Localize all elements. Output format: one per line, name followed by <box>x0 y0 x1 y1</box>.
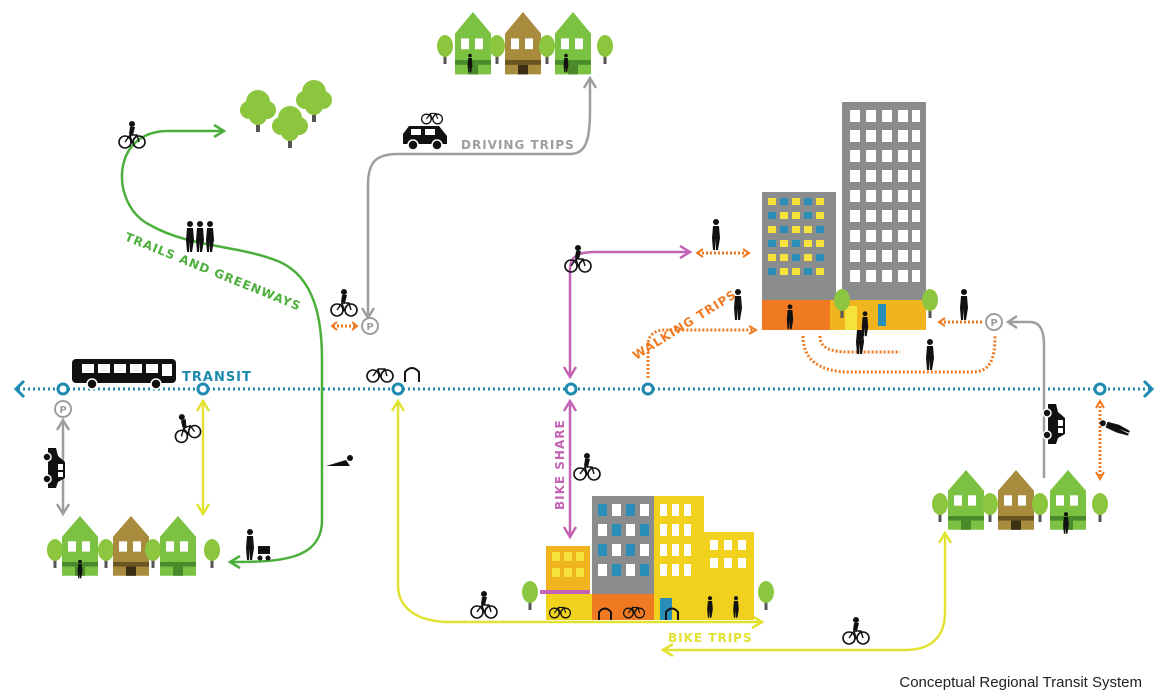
tree-icon <box>98 539 114 568</box>
pedestrian-icon <box>186 221 194 252</box>
walking-route <box>646 248 1105 482</box>
house-cluster-top <box>437 12 613 75</box>
tree-icon <box>1092 493 1108 522</box>
tree-icon <box>240 90 276 132</box>
transit-label: TRANSIT <box>182 370 252 385</box>
bike-rack-icon <box>404 367 420 382</box>
car-icon <box>403 126 447 151</box>
tree-icon <box>204 539 220 568</box>
tree-icon <box>489 35 505 64</box>
house-icon <box>948 470 984 530</box>
tree-icon <box>522 581 538 610</box>
transit-stop <box>564 382 578 396</box>
bicycle-icon <box>331 289 357 316</box>
house-icon <box>555 12 591 75</box>
pedestrian-icon <box>326 455 353 466</box>
pedestrian-icon <box>960 289 968 320</box>
bicycle-icon <box>119 121 145 148</box>
tree-icon <box>1032 493 1048 522</box>
tree-icon <box>597 35 613 64</box>
walking-label: WALKING TRIPS <box>630 287 739 362</box>
bike-share-label: BIKE SHARE <box>553 419 567 510</box>
bike-trips-label: BIKE TRIPS <box>668 631 753 645</box>
tree-icon <box>539 35 555 64</box>
pedestrian-icon <box>196 221 204 252</box>
driving-label: DRIVING TRIPS <box>461 138 575 152</box>
parking-icon: P <box>54 400 72 418</box>
transit-stop <box>391 382 405 396</box>
pedestrian-icon <box>926 339 934 370</box>
driving-route-right <box>1005 314 1046 478</box>
transit-stop <box>1093 382 1107 396</box>
bus-icon <box>72 359 176 390</box>
transit-stop <box>196 382 210 396</box>
house-icon <box>160 516 196 576</box>
bike-share-route <box>562 244 693 540</box>
stroller-icon <box>257 546 271 561</box>
bike-rack-icon <box>598 607 679 620</box>
trails-route <box>120 123 324 570</box>
bicycle-icon <box>366 368 394 383</box>
house-cluster-left <box>47 516 220 579</box>
parking-icon: P <box>361 317 379 335</box>
bicycle-icon <box>471 591 497 618</box>
house-cluster-right <box>932 470 1108 534</box>
transit-line <box>13 379 1155 399</box>
svg-text:P: P <box>59 405 66 416</box>
walking-connector <box>330 321 359 331</box>
transit-stop <box>56 382 70 396</box>
bicycle-icon <box>169 410 203 444</box>
house-icon <box>998 470 1034 530</box>
bicycle-icon <box>420 112 444 125</box>
bicycle-icon <box>843 617 869 644</box>
transit-stop <box>641 382 655 396</box>
parking-icon: P <box>985 313 1003 331</box>
car-icon <box>42 447 66 489</box>
bike-trips-route <box>195 398 953 658</box>
house-icon <box>505 12 541 75</box>
tree-icon <box>437 35 453 64</box>
tree-icon <box>758 581 774 610</box>
pedestrian-icon <box>246 529 254 560</box>
tree-icon <box>272 106 308 148</box>
svg-text:P: P <box>990 318 997 329</box>
tree-icon <box>47 539 63 568</box>
pedestrian-icon <box>712 219 720 250</box>
downtown-buildings <box>762 102 938 337</box>
caption: Conceptual Regional Transit System <box>899 674 1142 691</box>
house-icon <box>455 12 491 75</box>
driving-route <box>360 75 598 321</box>
tree-icon <box>932 493 948 522</box>
tree-icon <box>982 493 998 522</box>
pedestrian-icon <box>206 221 214 252</box>
car-icon <box>1042 403 1066 445</box>
house-icon <box>113 516 149 576</box>
bicycle-icon <box>574 453 600 480</box>
pedestrian-icon <box>1098 418 1131 437</box>
mixed-use-buildings <box>522 496 774 620</box>
svg-text:P: P <box>366 322 373 333</box>
